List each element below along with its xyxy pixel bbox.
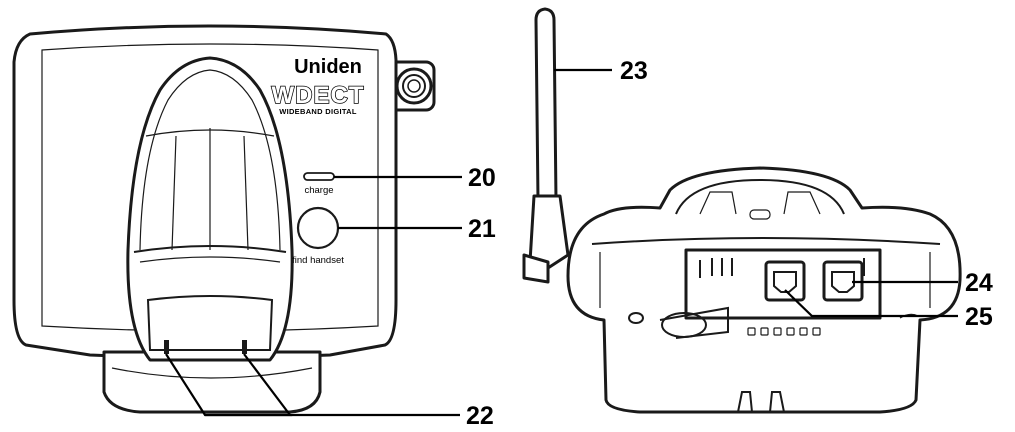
- brand-maker: Uniden: [294, 56, 362, 78]
- charge-label: charge: [304, 185, 333, 196]
- callout-24: 24: [965, 269, 993, 297]
- base-front-view: Uniden WDECT WIDEBAND DIGITAL charge fin…: [12, 24, 436, 414]
- callout-22: 22: [466, 402, 494, 430]
- find-handset-label: find handset: [292, 255, 344, 266]
- telephone-line-jack: [764, 260, 806, 302]
- antenna: [534, 7, 558, 202]
- callout-21: 21: [468, 215, 496, 243]
- callout-group: 20 21 22 23 24 25: [165, 57, 993, 430]
- charge-led: [303, 172, 335, 181]
- find-handset-button: [296, 206, 340, 250]
- brand-tagline: WIDEBAND DIGITAL: [279, 107, 357, 116]
- callout-23: 23: [620, 57, 648, 85]
- callout-20: 20: [468, 164, 496, 192]
- base-rear-view: [522, 7, 962, 414]
- brand-product: WDECT: [272, 82, 365, 109]
- callout-25: 25: [965, 303, 993, 331]
- callout-25-leader: [784, 289, 958, 318]
